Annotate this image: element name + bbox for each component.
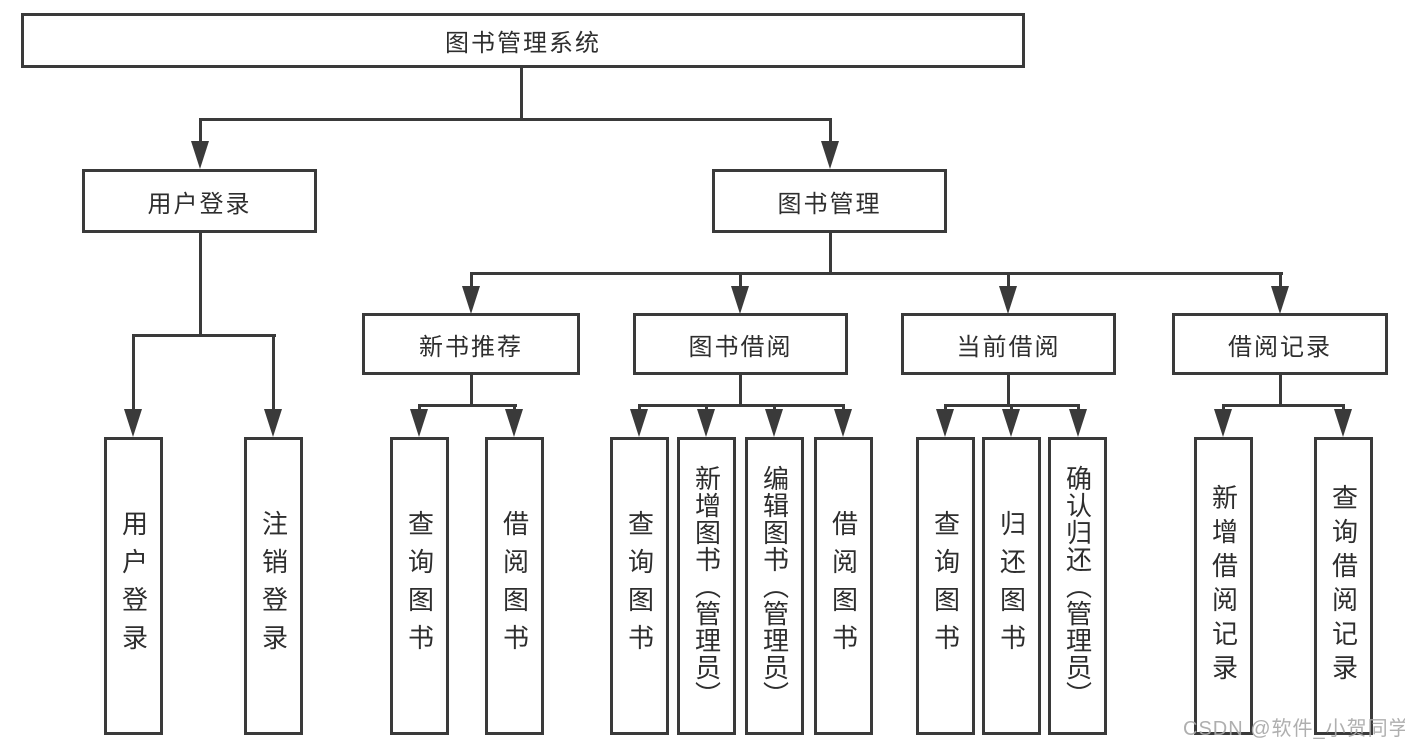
leaf-query-books-borrowing-label: 查询图书: [624, 510, 655, 662]
arrow-icon: [505, 409, 523, 437]
leaf-user-login: 用户登录: [104, 437, 163, 735]
connector-line: [1222, 404, 1225, 413]
connector-line: [272, 334, 275, 412]
arrow-icon: [821, 141, 839, 169]
leaf-query-books-current-label: 查询图书: [930, 510, 961, 662]
node-book-management: 图书管理: [712, 169, 947, 233]
connector-line: [1010, 404, 1013, 413]
leaf-add-book-admin: 新增图书（管理员）: [677, 437, 736, 735]
leaf-return-book: 归还图书: [982, 437, 1041, 735]
leaf-borrow-books-borrowing: 借阅图书: [814, 437, 873, 735]
arrow-icon: [1214, 409, 1232, 437]
connector-line: [520, 68, 523, 120]
node-book-management-label: 图书管理: [777, 190, 882, 218]
connector-line: [470, 373, 473, 407]
arrow-icon: [1334, 409, 1352, 437]
arrow-icon: [731, 286, 749, 314]
connector-line: [1007, 373, 1010, 407]
connector-line: [1279, 373, 1282, 407]
leaf-query-books-borrowing: 查询图书: [610, 437, 669, 735]
arrow-icon: [697, 409, 715, 437]
leaf-edit-book-admin: 编辑图书（管理员）: [745, 437, 804, 735]
node-new-book-recommend: 新书推荐: [362, 313, 580, 375]
connector-line: [470, 272, 1283, 275]
leaf-add-borrow-record: 新增借阅记录: [1194, 437, 1253, 735]
leaf-borrow-books-recommend: 借阅图书: [485, 437, 544, 735]
connector-line: [944, 404, 947, 413]
connector-line: [1342, 404, 1345, 413]
leaf-borrow-books-recommend-label: 借阅图书: [499, 510, 530, 662]
connector-line: [1279, 272, 1282, 288]
leaf-logout-label: 注销登录: [258, 510, 289, 662]
leaf-add-borrow-record-label: 新增借阅记录: [1208, 484, 1239, 688]
leaf-add-book-admin-label: 新增图书（管理员）: [691, 464, 722, 708]
connector-line: [418, 404, 517, 407]
leaf-query-books-recommend-label: 查询图书: [404, 510, 435, 662]
connector-line: [470, 272, 473, 288]
leaf-confirm-return-admin-label: 确认归还（管理员）: [1062, 464, 1093, 708]
leaf-borrow-books-borrowing-label: 借阅图书: [828, 510, 859, 662]
leaf-edit-book-admin-label: 编辑图书（管理员）: [759, 464, 790, 708]
leaf-logout: 注销登录: [244, 437, 303, 735]
arrow-icon: [410, 409, 428, 437]
leaf-query-borrow-record: 查询借阅记录: [1314, 437, 1373, 735]
node-root-label: 图书管理系统: [445, 30, 601, 57]
connector-line: [1077, 404, 1080, 413]
arrow-icon: [1271, 286, 1289, 314]
connector-line: [199, 118, 202, 142]
arrow-icon: [124, 409, 142, 437]
arrow-icon: [999, 286, 1017, 314]
connector-line: [739, 373, 742, 407]
connector-line: [638, 404, 641, 413]
node-root: 图书管理系统: [21, 13, 1025, 68]
arrow-icon: [936, 409, 954, 437]
watermark: CSDN @软件_小贺同学: [1183, 718, 1405, 740]
arrow-icon: [834, 409, 852, 437]
connector-line: [773, 404, 776, 413]
connector-line: [705, 404, 708, 413]
connector-line: [418, 404, 421, 413]
leaf-query-books-recommend: 查询图书: [390, 437, 449, 735]
node-book-borrowing-label: 图书借阅: [688, 333, 793, 361]
connector-line: [638, 404, 845, 407]
node-current-borrowing-label: 当前借阅: [956, 333, 1061, 361]
connector-line: [1007, 272, 1010, 288]
arrow-icon: [1002, 409, 1020, 437]
connector-line: [739, 272, 742, 288]
leaf-query-books-current: 查询图书: [916, 437, 975, 735]
leaf-query-borrow-record-label: 查询借阅记录: [1328, 484, 1359, 688]
connector-line: [829, 231, 832, 275]
connector-line: [132, 334, 135, 412]
node-user-login-label: 用户登录: [147, 190, 252, 218]
connector-line: [829, 118, 832, 142]
connector-line: [199, 231, 202, 337]
node-user-login: 用户登录: [82, 169, 317, 233]
node-borrowing-records-label: 借阅记录: [1228, 333, 1332, 361]
arrow-icon: [630, 409, 648, 437]
arrow-icon: [462, 286, 480, 314]
leaf-return-book-label: 归还图书: [996, 510, 1027, 662]
node-book-borrowing: 图书借阅: [633, 313, 848, 375]
arrow-icon: [765, 409, 783, 437]
node-current-borrowing: 当前借阅: [901, 313, 1116, 375]
arrow-icon: [264, 409, 282, 437]
leaf-user-login-label: 用户登录: [118, 510, 149, 662]
node-new-book-recommend-label: 新书推荐: [419, 333, 523, 361]
arrow-icon: [191, 141, 209, 169]
arrow-icon: [1069, 409, 1087, 437]
connector-line: [842, 404, 845, 413]
node-borrowing-records: 借阅记录: [1172, 313, 1388, 375]
connector-line: [132, 334, 276, 337]
connector-line: [513, 404, 516, 413]
connector-line: [199, 118, 832, 121]
leaf-confirm-return-admin: 确认归还（管理员）: [1048, 437, 1107, 735]
connector-line: [1222, 404, 1345, 407]
